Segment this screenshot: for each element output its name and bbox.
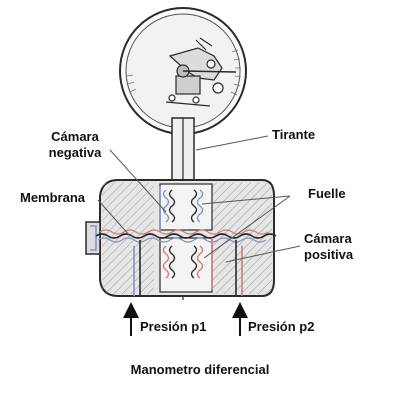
- label-fuelle-text: Fuelle: [308, 186, 346, 201]
- label-presion-p1-text: Presión p1: [140, 319, 207, 334]
- label-tirante: Tirante: [272, 127, 315, 143]
- label-camara-negativa-line2: negativa: [48, 145, 102, 160]
- label-tirante-text: Tirante: [272, 127, 316, 142]
- label-presion-p2-text: Presión p2: [248, 319, 315, 334]
- diagram-caption-text: Manometro diferencial: [130, 362, 270, 377]
- leader-camara-negativa: [109, 149, 167, 213]
- membrane-clamp: [85, 221, 101, 255]
- label-membrana-text: Membrana: [20, 190, 86, 205]
- gauge-dial: [119, 7, 247, 135]
- label-camara-positiva: Cámara positiva: [304, 231, 353, 263]
- dial-pointer: [182, 70, 237, 73]
- label-membrana: Membrana: [20, 190, 85, 206]
- membrane-line-blue: [97, 237, 267, 243]
- label-camara-negativa-line1: Cámara: [51, 129, 99, 144]
- pressure-channels: [133, 186, 243, 296]
- diagram-caption: Manometro diferencial: [0, 362, 400, 377]
- lower-chamber: [159, 237, 213, 293]
- pressure-arrows: [123, 302, 248, 336]
- label-fuelle: Fuelle: [308, 186, 346, 202]
- leader-fuelle-lower: [203, 195, 291, 259]
- leader-fuelle-upper: [201, 195, 291, 205]
- upper-bellows: [162, 189, 204, 223]
- leader-tirante: [195, 135, 269, 151]
- label-camara-positiva-line2: positiva: [304, 247, 354, 262]
- membrane-line-red: [99, 229, 269, 235]
- lower-bellows: [162, 245, 204, 279]
- leader-lines: [97, 135, 301, 263]
- label-presion-p2: Presión p2: [248, 319, 314, 335]
- upper-chamber: [159, 183, 213, 231]
- label-camara-negativa: Cámara negativa: [40, 129, 110, 161]
- leader-membrana: [97, 199, 131, 237]
- dial-scale: [126, 49, 242, 96]
- label-camara-positiva-line1: Cámara: [304, 231, 352, 246]
- label-presion-p1: Presión p1: [140, 319, 206, 335]
- leader-camara-positiva: [225, 245, 301, 263]
- membrane-line: [95, 233, 277, 239]
